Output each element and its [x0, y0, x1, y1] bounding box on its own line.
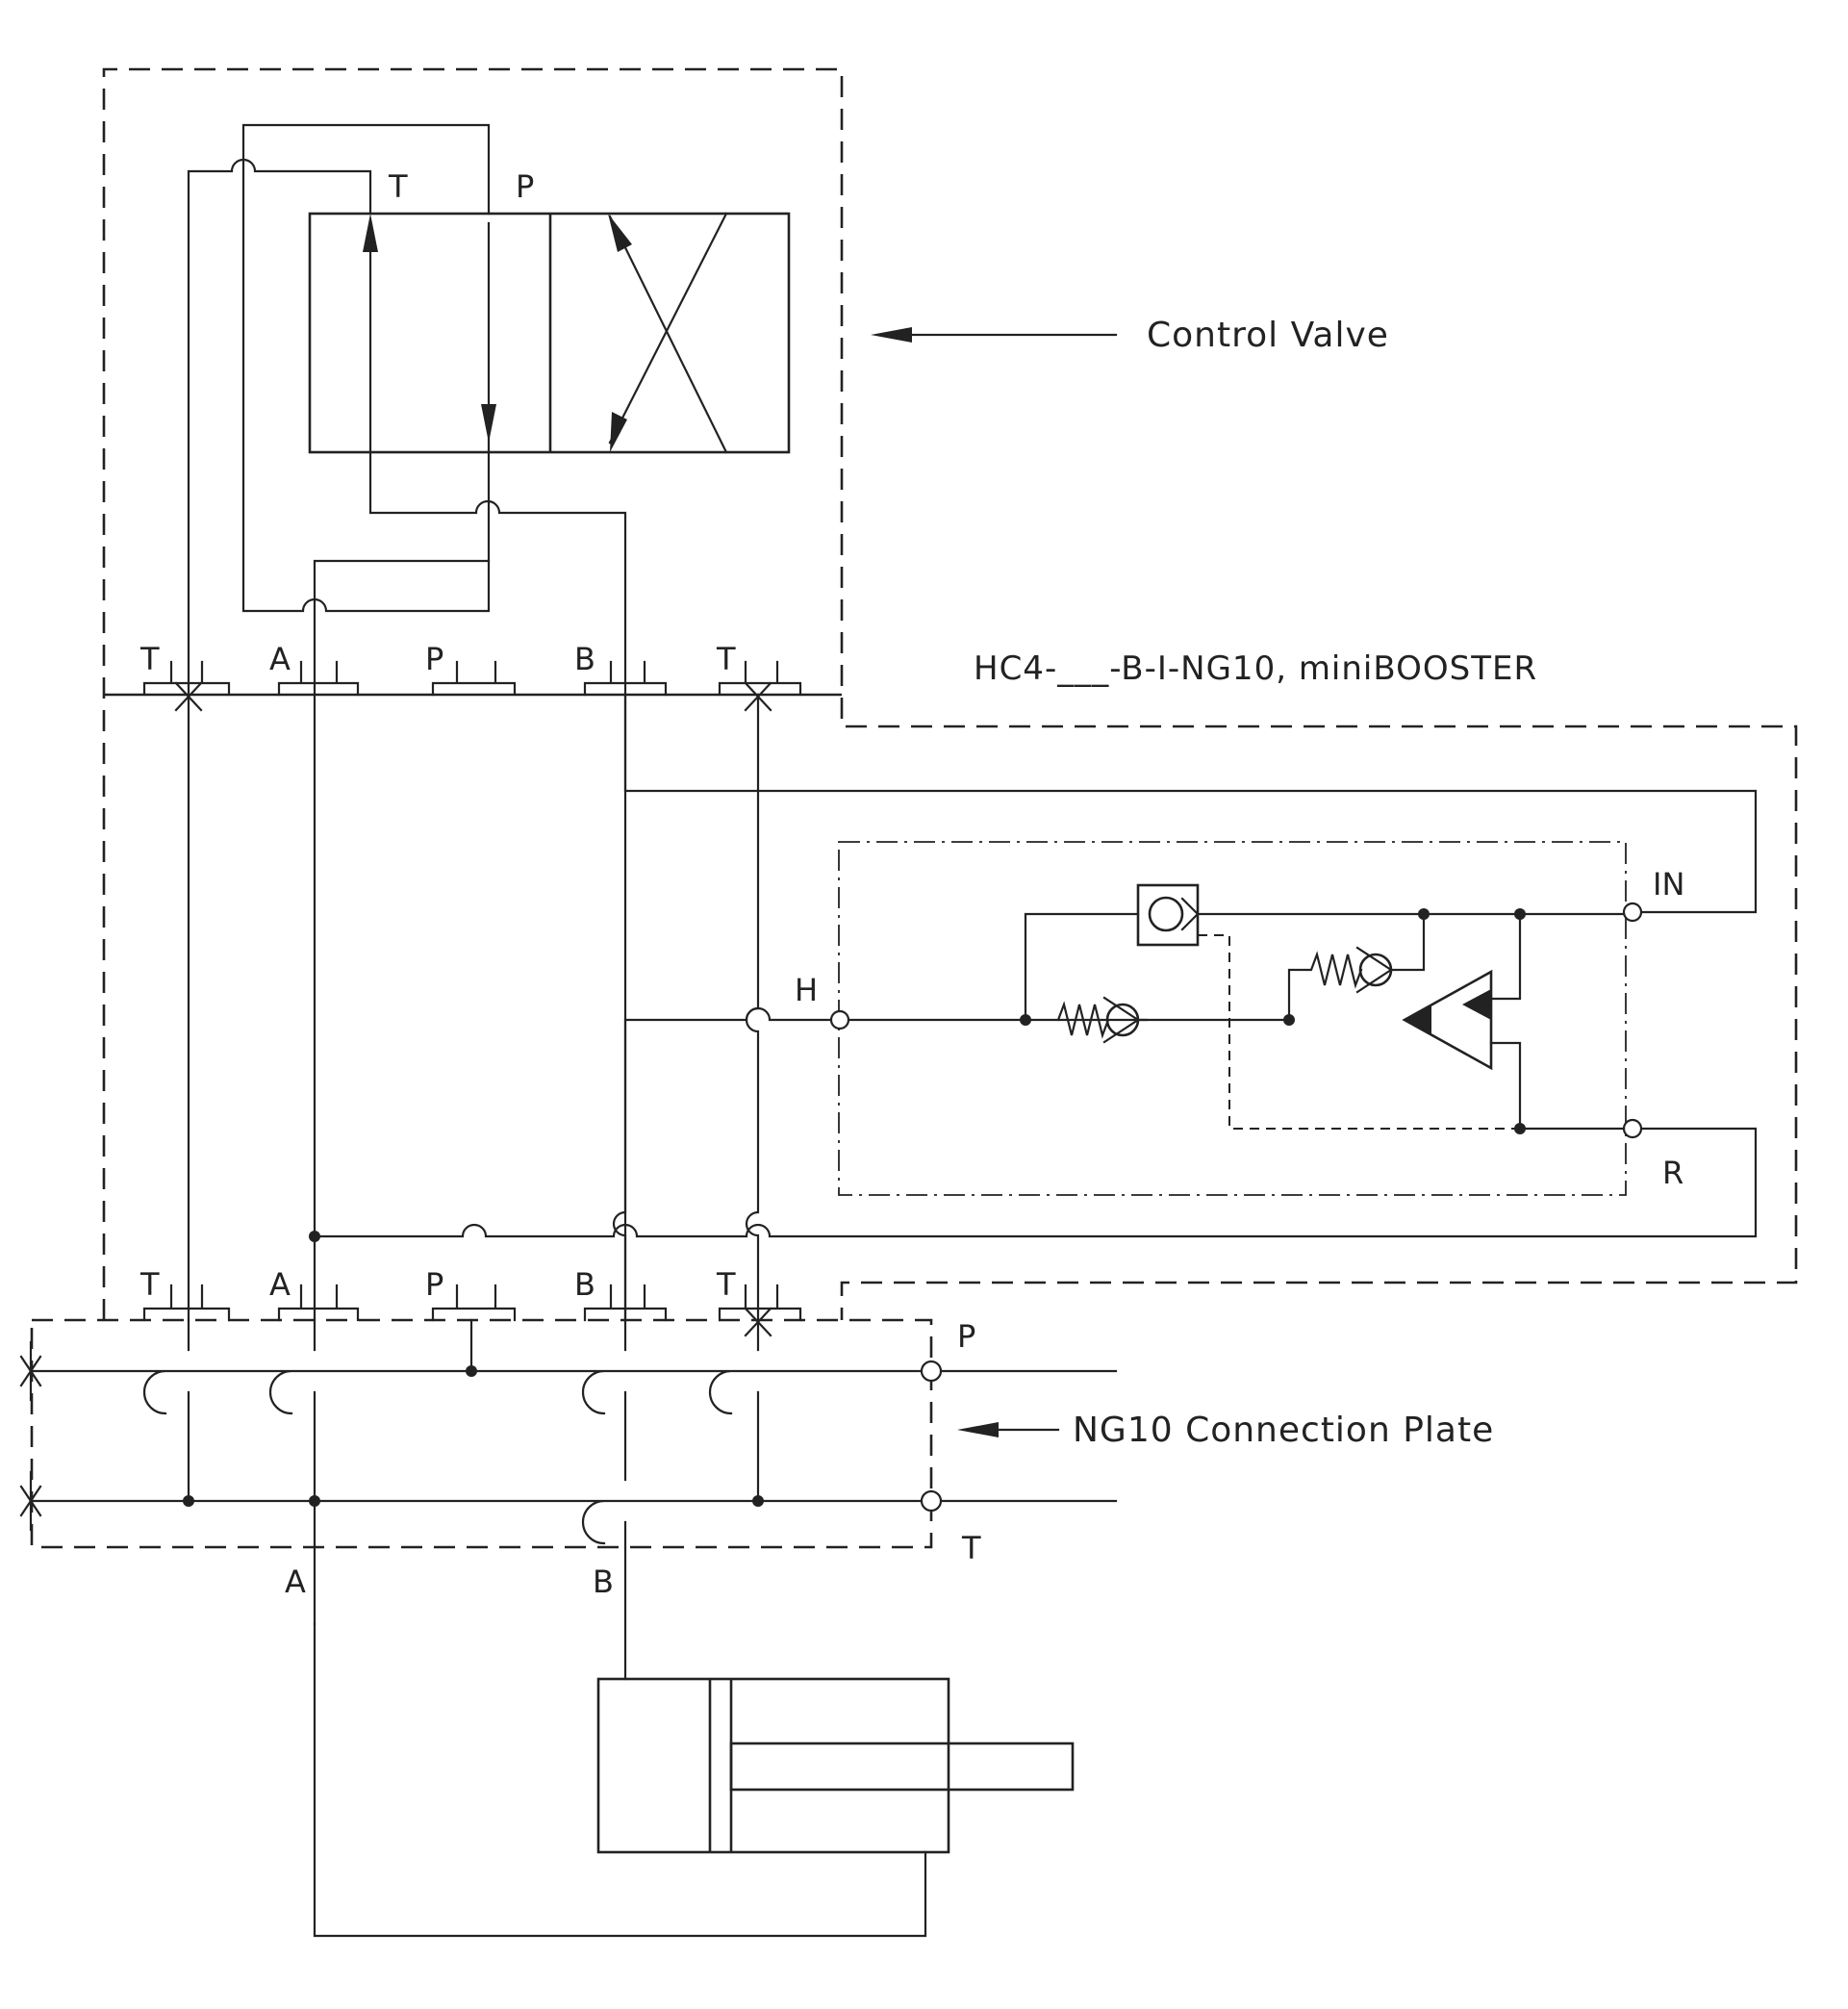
booster-port-h-label: H	[795, 972, 818, 1008]
lower-port-t2-label: T	[716, 1266, 736, 1303]
directional-valve-symbol	[308, 212, 791, 454]
booster-internals	[847, 883, 1626, 1134]
valve-port-p-label: P	[516, 168, 534, 205]
upper-port-t2-label: T	[716, 641, 736, 677]
control-valve-label: Control Valve	[1147, 316, 1389, 355]
connection-plate-lines	[19, 1318, 1118, 1681]
plate-port-t	[920, 1489, 943, 1513]
lower-port-p-label: P	[425, 1266, 443, 1303]
plate-port-t-label: T	[961, 1530, 981, 1566]
upper-port-a-label: A	[269, 641, 291, 677]
r-to-a-line	[313, 1127, 1758, 1238]
plate-port-b-label: B	[593, 1564, 614, 1600]
hydraulic-cylinder	[313, 1622, 1075, 1938]
model-label: HC4-___-B-I-NG10, miniBOOSTER	[974, 649, 1537, 688]
booster-port-in-label: IN	[1653, 866, 1684, 903]
booster-boundary	[838, 841, 1627, 1196]
connection-plate-label: NG10 Connection Plate	[1073, 1411, 1494, 1450]
plate-port-p-label: P	[957, 1318, 975, 1355]
upper-port-p-label: P	[425, 641, 443, 677]
connection-plate-arrow-icon	[957, 1422, 999, 1437]
booster-port-in	[1622, 902, 1643, 923]
booster-port-r	[1622, 1118, 1643, 1139]
upper-port-t1-label: T	[139, 641, 160, 677]
lower-port-t1-label: T	[139, 1266, 160, 1303]
upper-port-plugs	[174, 681, 772, 712]
control-valve-arrow-icon	[871, 327, 912, 343]
plate-port-a-label: A	[285, 1564, 306, 1600]
booster-port-r-label: R	[1662, 1155, 1683, 1191]
lower-port-a-label: A	[269, 1266, 291, 1303]
booster-port-h	[829, 1009, 850, 1030]
valve-port-t-label: T	[388, 168, 408, 205]
lower-port-symbols	[142, 1284, 802, 1322]
b-to-in-line	[623, 693, 1758, 914]
connection-plate-boundary	[30, 1318, 933, 1549]
lower-port-b-label: B	[574, 1266, 595, 1303]
upper-port-symbols	[142, 660, 802, 697]
h-line	[612, 1006, 842, 1322]
valve-internal-lines	[187, 123, 627, 1322]
control-valve-boundary	[102, 67, 1798, 1320]
plate-port-p	[920, 1360, 943, 1383]
upper-port-b-label: B	[574, 641, 595, 677]
